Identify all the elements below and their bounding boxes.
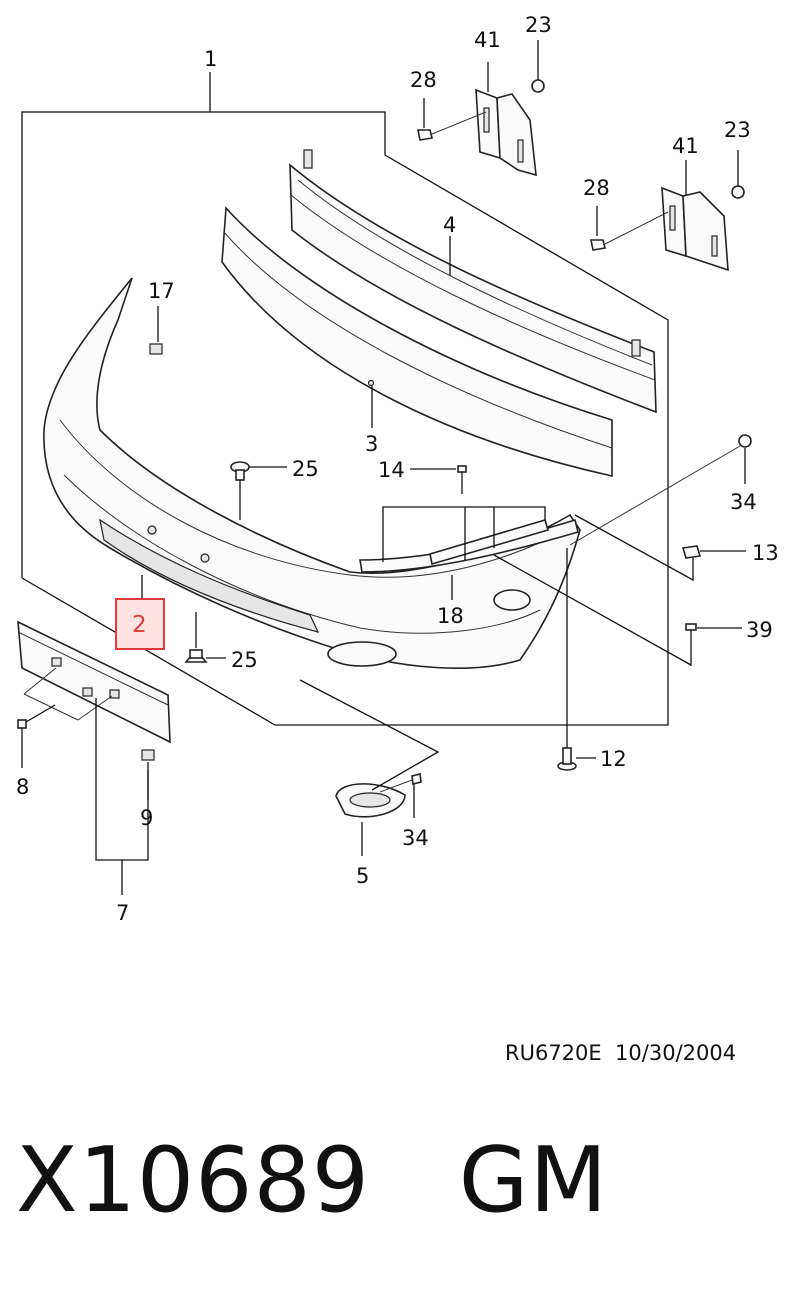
part-7-plate-bracket xyxy=(17,620,171,895)
callout-23-lower: 23 xyxy=(724,118,751,142)
callout-14: 14 xyxy=(378,458,405,482)
callout-41-lower: 41 xyxy=(672,134,699,158)
exploded-parts-diagram: 1 2 3 4 5 7 8 9 12 13 14 17 18 23 23 25 … xyxy=(16,13,779,925)
push-pin-upper xyxy=(230,461,287,520)
callout-34-lower: 34 xyxy=(402,826,429,850)
part-number: X10689 xyxy=(16,1128,370,1233)
callout-18: 18 xyxy=(437,604,464,628)
callout-9: 9 xyxy=(140,806,153,830)
callout-12: 12 xyxy=(600,747,627,771)
callout-28-upper: 28 xyxy=(410,68,437,92)
callout-34-upper: 34 xyxy=(730,490,757,514)
callout-3: 3 xyxy=(365,432,378,456)
part-17-clip xyxy=(149,306,163,355)
brand-name: GM xyxy=(458,1128,609,1233)
callout-5: 5 xyxy=(356,864,369,888)
mounting-bracket-lower xyxy=(590,150,745,272)
callout-41-upper: 41 xyxy=(474,28,501,52)
part-18-lower-strip xyxy=(359,506,579,600)
doc-code: RU6720E xyxy=(505,1041,602,1065)
bolt-12 xyxy=(557,548,596,771)
part-number-label: X10689 GM xyxy=(16,1128,608,1233)
callout-39: 39 xyxy=(746,618,773,642)
callout-25-lower: 25 xyxy=(231,648,258,672)
callout-2: 2 xyxy=(132,612,147,638)
callout-8: 8 xyxy=(16,775,29,799)
clip-13 xyxy=(574,514,746,582)
bolt-14 xyxy=(410,465,467,494)
callout-28-lower: 28 xyxy=(583,176,610,200)
mounting-bracket-upper xyxy=(417,40,545,177)
callout-25-upper: 25 xyxy=(292,457,319,481)
part-3-energy-absorber xyxy=(221,206,613,477)
document-reference: RU6720E 10/30/2004 xyxy=(505,1041,736,1065)
callout-1: 1 xyxy=(204,47,217,71)
nut-9 xyxy=(141,749,155,800)
assembly-frame xyxy=(21,72,669,726)
part-5-lamp-cover xyxy=(299,679,440,856)
screw-8 xyxy=(17,719,27,768)
callout-23-upper: 23 xyxy=(525,13,552,37)
callout-17: 17 xyxy=(148,279,175,303)
doc-date: 10/30/2004 xyxy=(615,1041,737,1065)
part-4-reinforcement xyxy=(289,149,657,414)
screw-39 xyxy=(493,554,742,666)
highlight-box-2 xyxy=(115,598,165,650)
callout-13: 13 xyxy=(752,541,779,565)
callout-7: 7 xyxy=(116,901,129,925)
callout-4: 4 xyxy=(443,213,456,237)
part-2-bumper-fascia xyxy=(43,277,581,669)
push-pin-lower xyxy=(184,612,226,663)
